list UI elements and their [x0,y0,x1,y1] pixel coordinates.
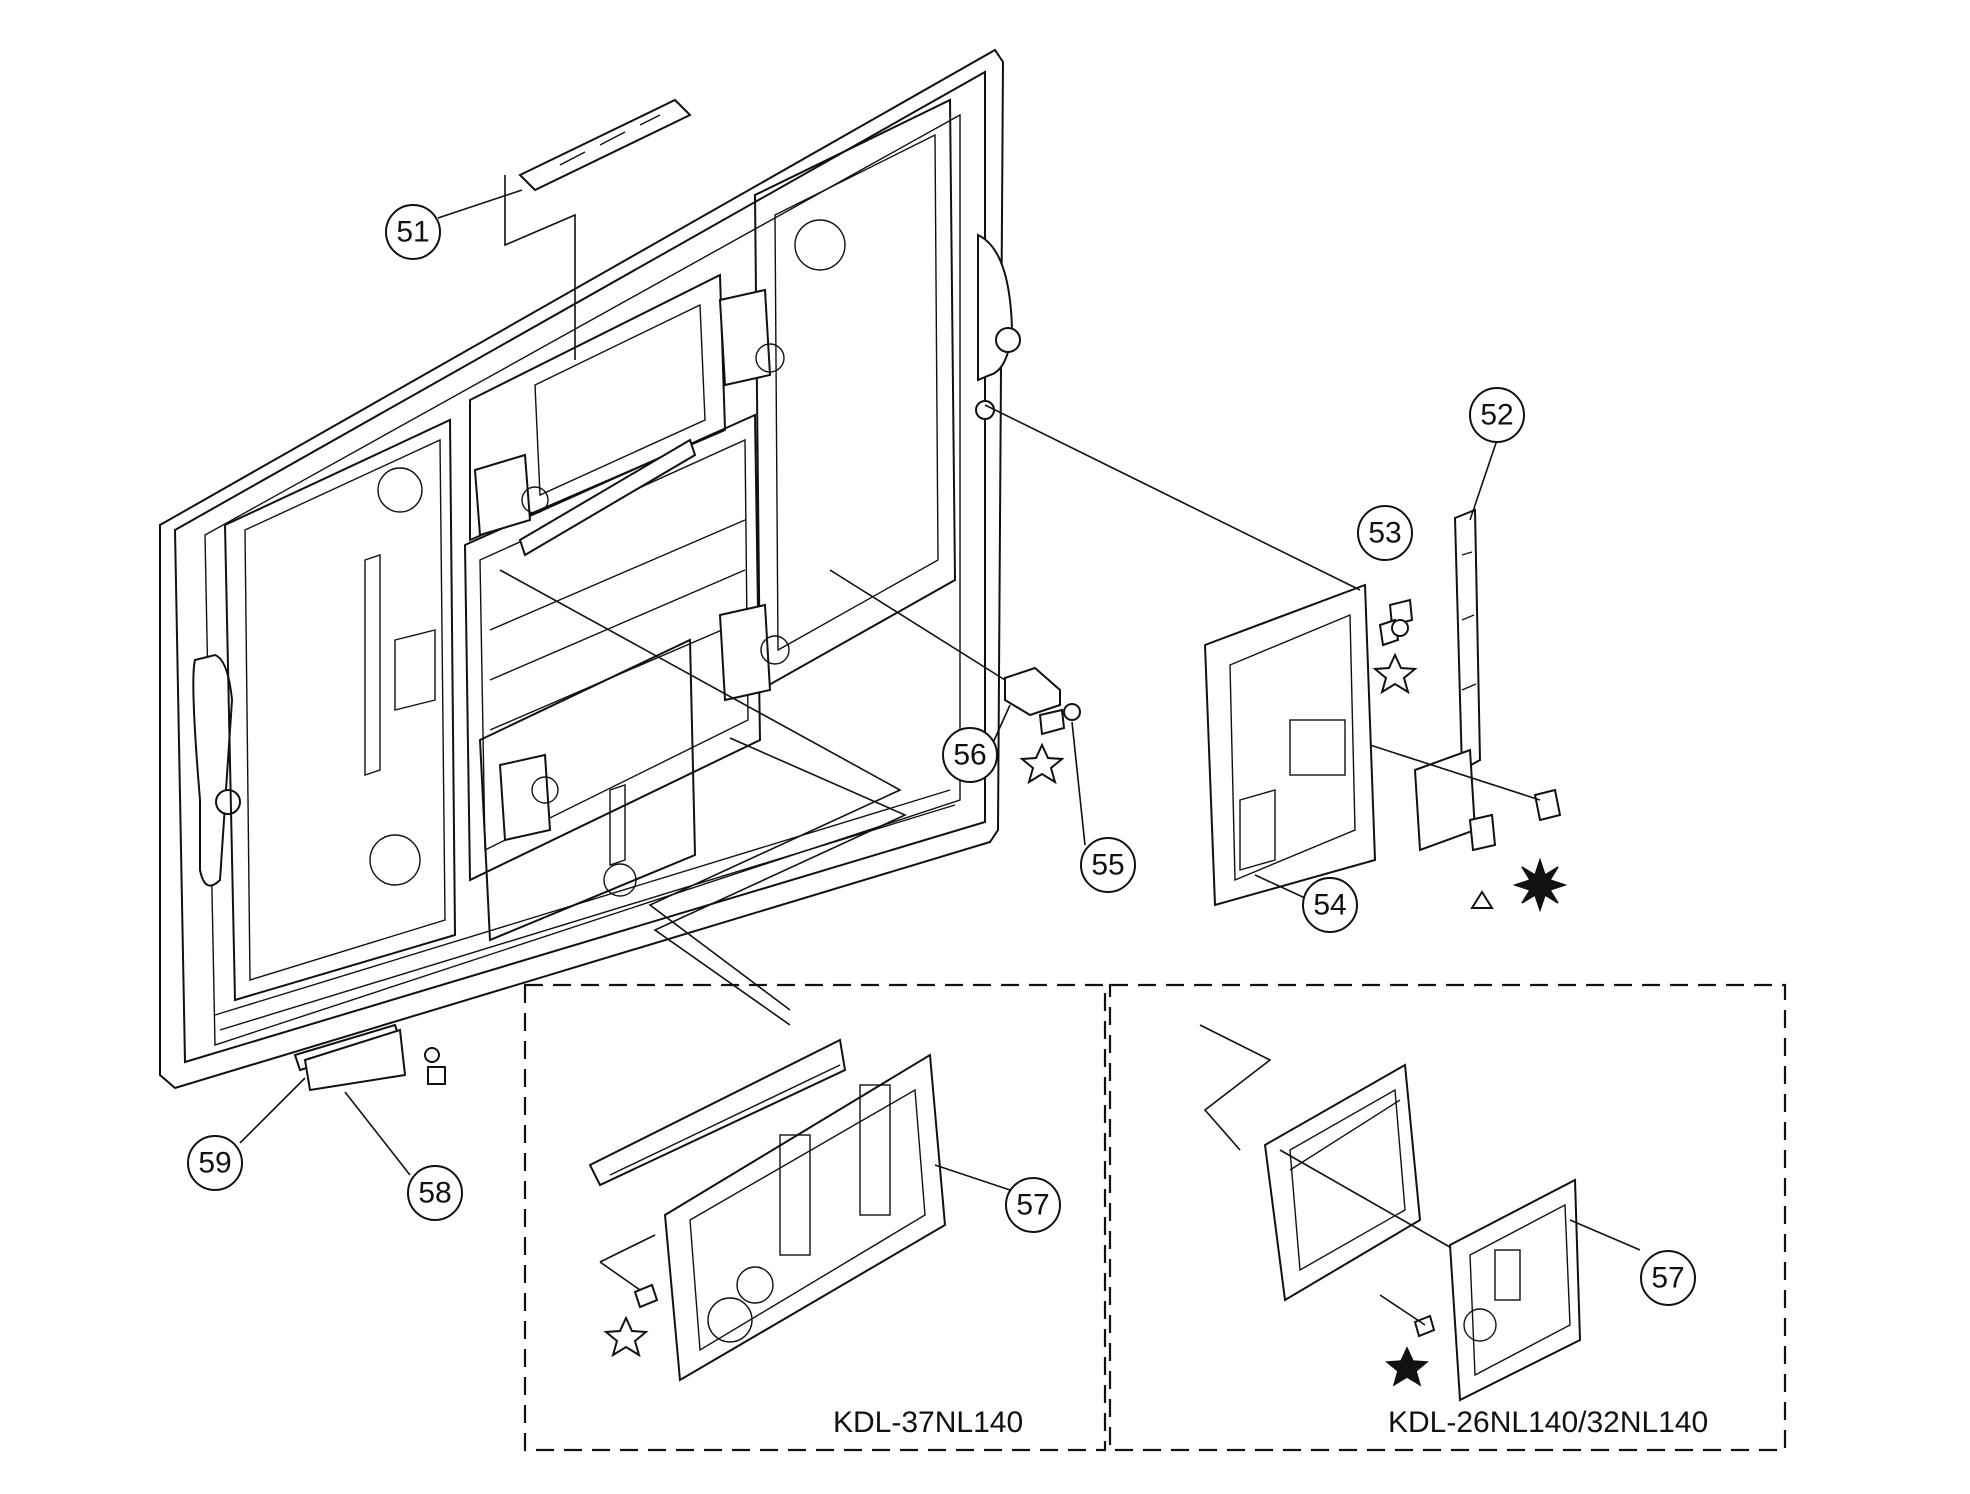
svg-text:57: 57 [1016,1189,1049,1222]
svg-text:52: 52 [1480,399,1513,432]
part-58-59-bracket [293,1023,440,1092]
part-52-bracket [1453,508,1482,772]
callout-54: 54 [1254,874,1358,933]
svg-text:57: 57 [1651,1262,1684,1295]
part-51-bracket [504,98,692,360]
svg-text:53: 53 [1368,517,1401,550]
callout-57-left: 57 [1005,1177,1061,1233]
model-label-right: KDL-26NL140/32NL140 [1388,1406,1708,1439]
tv-rear-chassis [159,48,1021,1090]
svg-text:56: 56 [953,739,986,772]
symbol-open-star-1 [1372,618,1418,695]
symbol-asterisk [1512,857,1568,913]
callout-51: 51 [385,189,523,260]
symbol-open-star-2 [1019,742,1065,785]
svg-text:55: 55 [1091,849,1124,882]
symbol-filled-star [1385,1346,1429,1387]
part-54-small-board [1369,744,1562,852]
callout-55: 55 [1071,721,1136,893]
callout-58: 58 [344,1091,463,1221]
part-53-board [984,404,1414,907]
callout-52: 52 [1469,387,1525,521]
svg-text:51: 51 [396,216,429,249]
callout-53: 53 [1357,505,1413,561]
part-56-bracket [829,569,1081,736]
model-label-left: KDL-37NL140 [833,1406,1023,1439]
callout-56: 56 [942,704,1011,783]
symbol-triangle [1470,890,1494,909]
svg-text:59: 59 [198,1147,231,1180]
callout-59: 59 [187,1077,306,1191]
svg-text:54: 54 [1313,889,1346,922]
model-box-left [499,569,1107,1452]
callout-57-right: 57 [1640,1250,1696,1306]
symbol-square [427,1066,446,1085]
svg-text:58: 58 [418,1177,451,1210]
model-box-right [1108,983,1787,1452]
symbol-open-star-3 [603,1315,649,1358]
